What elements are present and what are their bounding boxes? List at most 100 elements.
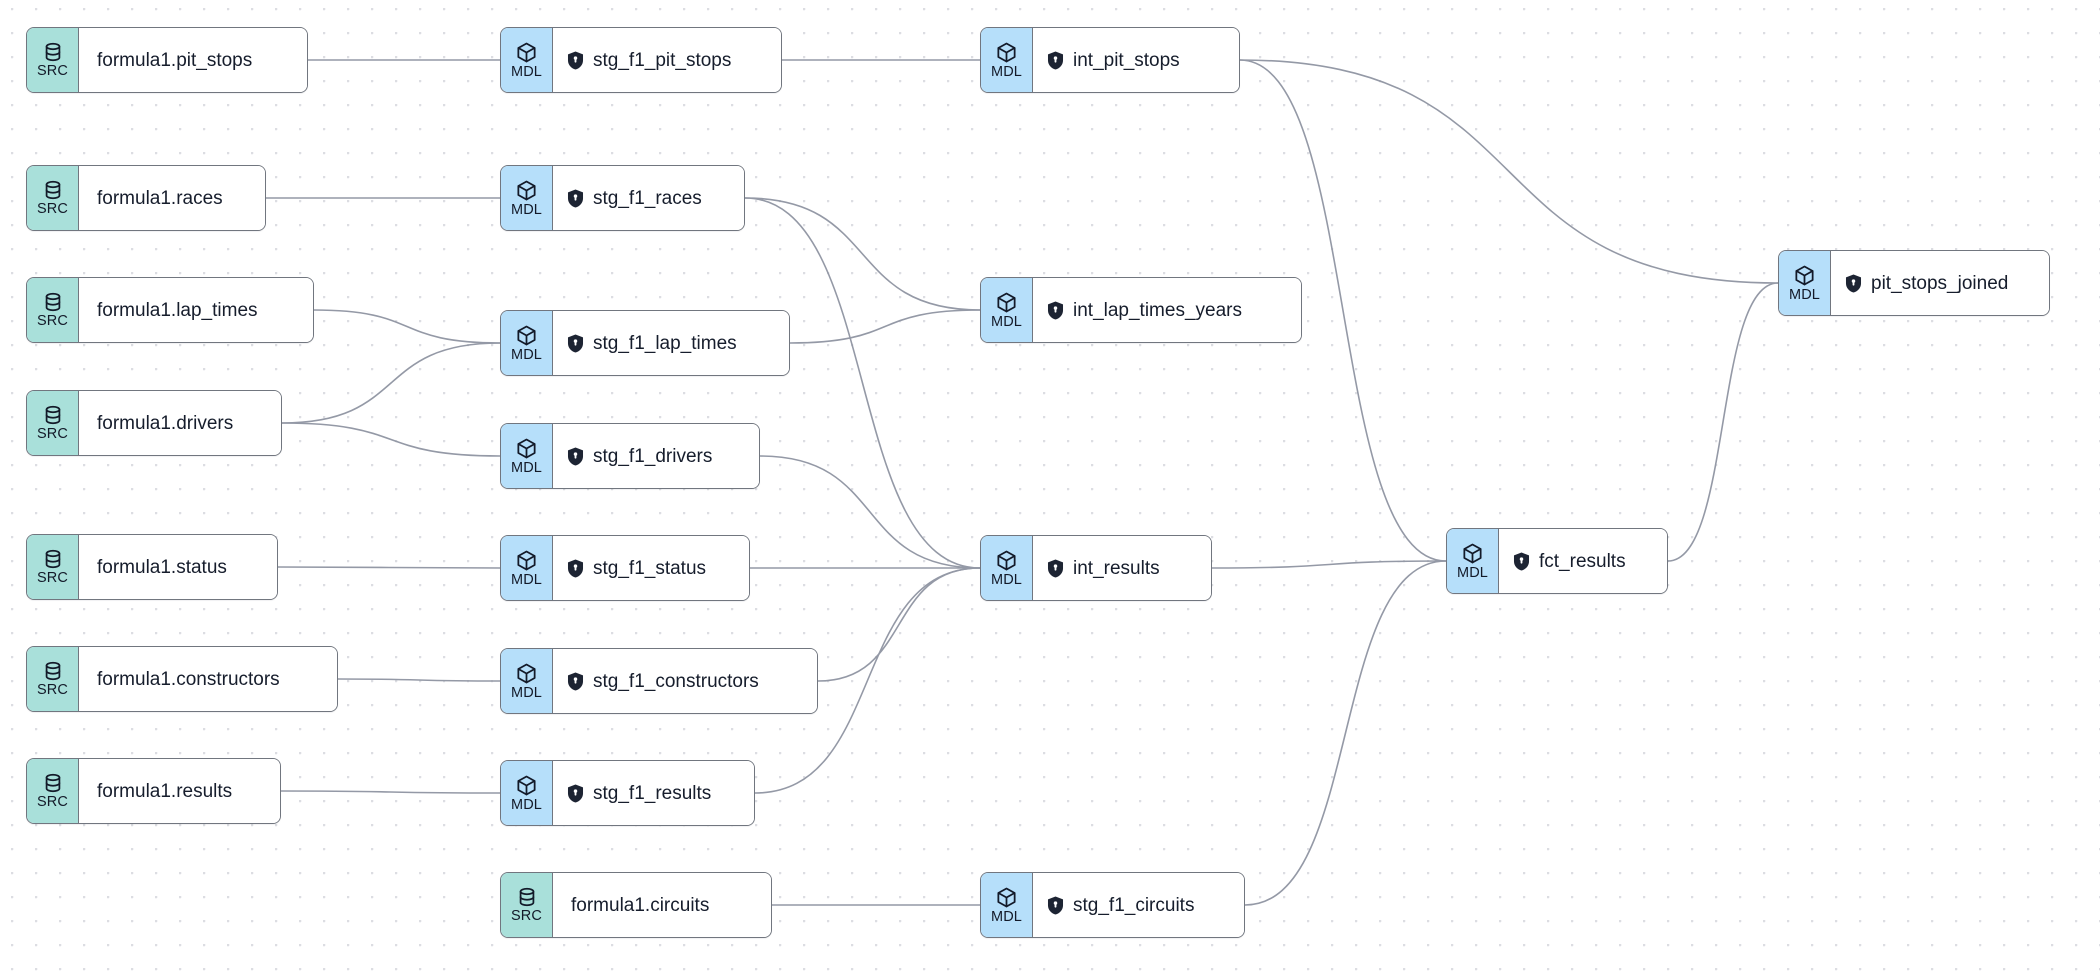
badge-label: MDL [511,571,542,588]
cube-icon [515,41,538,64]
cube-icon [995,291,1018,314]
model-badge: MDL [1779,251,1831,315]
edge-fct_results-to-pit_stops_joined [1667,282,1779,562]
node-body: stg_f1_circuits [1033,873,1244,937]
edge-stg_constructors-to-int_results [817,567,981,682]
node-label: formula1.pit_stops [97,49,253,71]
node-label: formula1.constructors [97,668,280,690]
cube-icon [1793,264,1816,287]
node-label: stg_f1_status [593,557,707,579]
node-label: int_pit_stops [1073,49,1180,71]
dag-node-int_lap_times_years[interactable]: MDL int_lap_times_years [980,277,1302,343]
badge-label: SRC [511,908,542,925]
database-icon [42,41,64,63]
node-body: formula1.pit_stops [79,28,307,92]
dag-node-src_status[interactable]: SRC formula1.status [26,534,278,600]
model-badge: MDL [1447,529,1499,593]
node-body: int_results [1033,536,1211,600]
cube-icon [515,437,538,460]
edge-stg_circuits-to-fct_results [1244,560,1447,906]
node-body: formula1.drivers [79,391,281,455]
node-label: formula1.status [97,556,227,578]
shield-lock-icon [567,558,584,578]
shield-lock-icon [1845,273,1862,293]
database-icon [42,404,64,426]
cube-icon [515,549,538,572]
node-label: stg_f1_races [593,187,702,209]
node-body: formula1.lap_times [79,278,313,342]
node-body: formula1.status [79,535,277,599]
dag-node-stg_pit_stops[interactable]: MDL stg_f1_pit_stops [500,27,782,93]
source-badge: SRC [27,647,79,711]
node-body: stg_f1_drivers [553,424,759,488]
node-body: fct_results [1499,529,1667,593]
node-label: formula1.races [97,187,223,209]
dag-node-src_results[interactable]: SRC formula1.results [26,758,281,824]
badge-label: SRC [37,682,68,699]
database-icon [42,291,64,313]
shield-lock-icon [567,50,584,70]
dag-node-src_circuits[interactable]: SRC formula1.circuits [500,872,772,938]
badge-label: MDL [1457,564,1488,581]
model-badge: MDL [981,278,1033,342]
badge-label: MDL [511,201,542,218]
node-body: stg_f1_lap_times [553,311,789,375]
node-label: formula1.results [97,780,233,802]
edge-src_lap_times-to-stg_lap_times [313,309,501,344]
source-badge: SRC [27,391,79,455]
model-badge: MDL [501,761,553,825]
badge-label: SRC [37,201,68,218]
node-label: formula1.circuits [571,894,710,916]
node-body: stg_f1_constructors [553,649,817,713]
dag-node-stg_lap_times[interactable]: MDL stg_f1_lap_times [500,310,790,376]
node-label: stg_f1_results [593,782,712,804]
node-label: int_lap_times_years [1073,299,1242,321]
dag-node-fct_results[interactable]: MDL fct_results [1446,528,1668,594]
dag-node-src_races[interactable]: SRC formula1.races [26,165,266,231]
shield-lock-icon [567,188,584,208]
node-body: formula1.constructors [79,647,337,711]
dag-node-pit_stops_joined[interactable]: MDL pit_stops_joined [1778,250,2050,316]
database-icon [42,772,64,794]
shield-lock-icon [1047,558,1064,578]
edge-stg_races-to-int_lap_times_years [744,197,981,311]
badge-label: MDL [991,313,1022,330]
node-label: int_results [1073,557,1160,579]
badge-label: SRC [37,570,68,587]
dag-node-int_results[interactable]: MDL int_results [980,535,1212,601]
dag-node-src_drivers[interactable]: SRC formula1.drivers [26,390,282,456]
shield-lock-icon [567,446,584,466]
dag-node-src_constructors[interactable]: SRC formula1.constructors [26,646,338,712]
badge-label: MDL [511,63,542,80]
dag-node-stg_status[interactable]: MDL stg_f1_status [500,535,750,601]
badge-label: SRC [37,794,68,811]
dag-node-stg_results[interactable]: MDL stg_f1_results [500,760,755,826]
edge-stg_drivers-to-int_results [759,455,981,569]
cube-icon [995,549,1018,572]
dag-node-stg_races[interactable]: MDL stg_f1_races [500,165,745,231]
cube-icon [515,662,538,685]
edge-stg_lap_times-to-int_lap_times_years [789,309,981,344]
source-badge: SRC [501,873,553,937]
node-label: formula1.drivers [97,412,234,434]
edge-int_pit_stops-to-pit_stops_joined [1239,59,1779,284]
node-label: stg_f1_drivers [593,445,713,467]
node-body: formula1.results [79,759,280,823]
model-badge: MDL [981,536,1033,600]
shield-lock-icon [567,333,584,353]
model-badge: MDL [501,311,553,375]
node-body: pit_stops_joined [1831,251,2049,315]
node-label: stg_f1_pit_stops [593,49,732,71]
node-label: pit_stops_joined [1871,272,2009,294]
badge-label: MDL [511,346,542,363]
model-badge: MDL [981,873,1033,937]
badge-label: MDL [511,796,542,813]
database-icon [42,548,64,570]
